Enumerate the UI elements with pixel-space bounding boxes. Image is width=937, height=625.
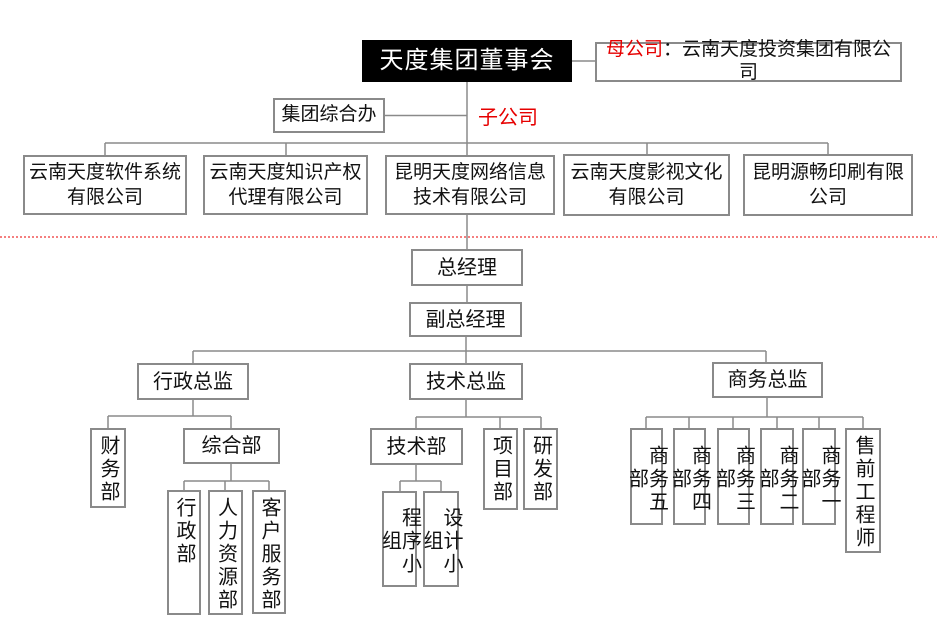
node-group-office: 集团综合办 [273, 98, 385, 133]
node-label: 程序小组 [378, 507, 421, 576]
node-label: 商务三部 [712, 444, 755, 514]
node-company-software: 云南天度软件系统 有限公司 [23, 155, 187, 215]
node-label: 商务一部 [798, 444, 840, 514]
node-company-ip-agency: 云南天度知识产权 代理有限公司 [203, 155, 368, 215]
node-label: 商务总监 [727, 369, 808, 391]
node-presales-engineer: 售前工程师 [845, 428, 881, 553]
node-design-team: 设计小组 [420, 491, 462, 587]
parent-company-label: 母公司 [605, 39, 663, 61]
node-project-dept: 项目部 [483, 428, 518, 510]
parent-company-name: 云南天度投资集团有限公司 [682, 39, 892, 83]
node-label: 行政总监 [153, 370, 233, 393]
node-company-network-info: 昆明天度网络信息 技术有限公司 [385, 155, 555, 215]
node-biz-director: 商务总监 [712, 362, 823, 398]
node-label: 商务五部 [625, 444, 668, 514]
node-admin-director: 行政总监 [137, 363, 249, 400]
node-label: 项目部 [489, 435, 512, 504]
company-name-line: 云南天度软件系统 [28, 162, 181, 183]
parent-company-separator: ： [662, 39, 682, 61]
node-label: 行政部 [173, 497, 195, 566]
company-name-line: 昆明天度网络信息 [393, 162, 546, 183]
node-label: 商务二部 [756, 444, 798, 514]
node-label: 综合部 [201, 435, 262, 457]
node-label: 技术总监 [426, 370, 506, 393]
node-finance-dept: 财务部 [90, 428, 126, 508]
node-label: 总经理 [437, 256, 497, 279]
node-company-printing: 昆明源畅印刷有限 公司 [743, 154, 913, 216]
node-tech-director: 技术总监 [409, 363, 523, 400]
company-name-line: 云南天度知识产权 [209, 162, 362, 183]
node-general-manager: 总经理 [411, 249, 523, 286]
node-board-label: 天度集团董事会 [379, 46, 555, 74]
node-group-office-label: 集团综合办 [281, 104, 377, 126]
company-name-line: 昆明源畅印刷有限 [751, 162, 904, 183]
node-general-dept: 综合部 [183, 428, 280, 464]
company-name-line: 有限公司 [66, 187, 143, 208]
node-hr-dept: 人力资源部 [208, 490, 243, 615]
company-name-line: 云南天度影视文化 [570, 162, 723, 183]
dotted-divider-line [0, 236, 937, 238]
node-board: 天度集团董事会 [362, 40, 572, 82]
company-name-line: 有限公司 [608, 187, 685, 208]
node-label: 人力资源部 [214, 497, 237, 612]
node-label: 财务部 [97, 435, 119, 504]
node-label: 售前工程师 [852, 435, 874, 550]
node-label: 设计小组 [420, 507, 462, 576]
node-label: 客户服务部 [258, 497, 280, 612]
node-customer-service-dept: 客户服务部 [252, 490, 286, 614]
node-biz-dept-1: 商务一部 [798, 428, 840, 525]
node-label: 技术部 [386, 435, 447, 458]
node-tech-dept: 技术部 [370, 428, 463, 465]
node-admin-dept: 行政部 [167, 490, 201, 615]
node-rd-dept: 研发部 [523, 428, 558, 510]
node-biz-dept-2: 商务二部 [756, 428, 798, 525]
node-company-film-culture: 云南天度影视文化 有限公司 [563, 154, 730, 216]
node-biz-dept-3: 商务三部 [713, 428, 755, 525]
node-biz-dept-5: 商务五部 [626, 428, 668, 525]
node-label: 研发部 [529, 435, 552, 504]
company-name-line: 代理有限公司 [228, 187, 343, 208]
node-program-team: 程序小组 [378, 491, 421, 587]
node-deputy-general-manager: 副总经理 [409, 302, 522, 337]
company-name-line: 公司 [808, 187, 847, 208]
node-parent-company: 母公司：云南天度投资集团有限公司 [595, 39, 902, 83]
node-biz-dept-4: 商务四部 [669, 428, 711, 525]
company-name-line: 技术有限公司 [412, 187, 527, 208]
node-label: 副总经理 [425, 308, 506, 331]
subsidiary-label: 子公司 [478, 107, 538, 129]
node-label: 商务四部 [668, 444, 711, 514]
